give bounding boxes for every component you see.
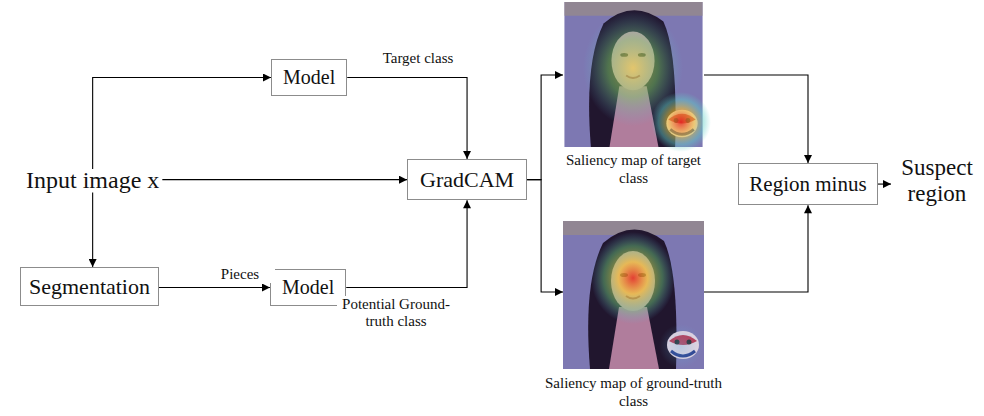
input-label: Input image x	[26, 167, 159, 195]
process-box: Segmentation	[20, 267, 159, 306]
node-label: Model	[283, 66, 335, 89]
connector-arrow	[162, 179, 407, 180]
saliency-image-ground-truth	[563, 221, 704, 369]
edge-label: Pieces	[205, 266, 275, 283]
node-label: GradCAM	[420, 167, 514, 192]
connector-arrow	[93, 78, 271, 170]
connector-arrow	[527, 75, 563, 180]
node-label: Region minus	[745, 172, 871, 196]
connector-arrow	[704, 205, 808, 292]
process-box: Region minus	[738, 163, 878, 205]
connector-arrow	[527, 180, 563, 292]
edge-label: Potential Ground-truth class	[337, 296, 455, 331]
saliency-image: Saliency map of ground-truth class	[563, 220, 704, 370]
node-label: Suspect region	[891, 155, 983, 208]
connector-arrow	[159, 287, 270, 288]
process-box: Model	[270, 269, 346, 306]
connector-arrow	[92, 193, 93, 267]
node-label: Input image x	[26, 167, 159, 195]
node-label: Model	[282, 276, 334, 299]
heatmap	[659, 324, 703, 368]
connector-arrow	[347, 78, 467, 160]
edge-label: Target class	[368, 50, 468, 67]
process-box: Model	[271, 59, 347, 96]
image-caption: Saliency map of target class	[554, 151, 714, 187]
saliency-image: Saliency map of target class	[563, 2, 704, 147]
process-box: GradCAM	[407, 159, 527, 200]
heatmap	[591, 232, 675, 324]
image-caption: Saliency map of ground-truth class	[534, 374, 734, 410]
output-label: Suspect region	[891, 155, 983, 208]
saliency-image-target	[564, 2, 711, 152]
node-label: Segmentation	[29, 274, 150, 299]
heatmap	[651, 92, 711, 152]
connector-arrow	[878, 184, 891, 185]
connector-arrow	[704, 75, 808, 163]
connector-arrow	[346, 200, 467, 287]
